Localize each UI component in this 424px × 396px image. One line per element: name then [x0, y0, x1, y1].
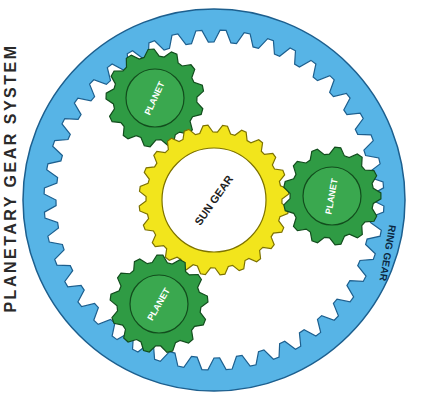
- diagram-title: PLANETARY GEAR SYSTEM: [3, 43, 19, 312]
- planet-gear-hub: [130, 275, 188, 333]
- ring-teeth: [44, 30, 384, 370]
- planet-gear-teeth: [284, 147, 381, 245]
- planet-gear-hub: [303, 167, 361, 225]
- planet-gear-teeth: [110, 255, 208, 352]
- ring-gear: RING GEARPLANETSUN GEARPLANETPLANET: [22, 8, 406, 392]
- title-holder: PLANETARY GEAR SYSTEM: [3, 43, 19, 312]
- ring-body: [23, 9, 405, 391]
- sun-gear-hub: [162, 148, 266, 252]
- planet-gear: PLANET: [109, 254, 209, 354]
- planet-gear: PLANET: [282, 146, 382, 246]
- sun-gear: SUN GEAR: [138, 124, 290, 276]
- sun-gear-teeth: [139, 125, 289, 275]
- planet-gear-hub: [126, 69, 184, 127]
